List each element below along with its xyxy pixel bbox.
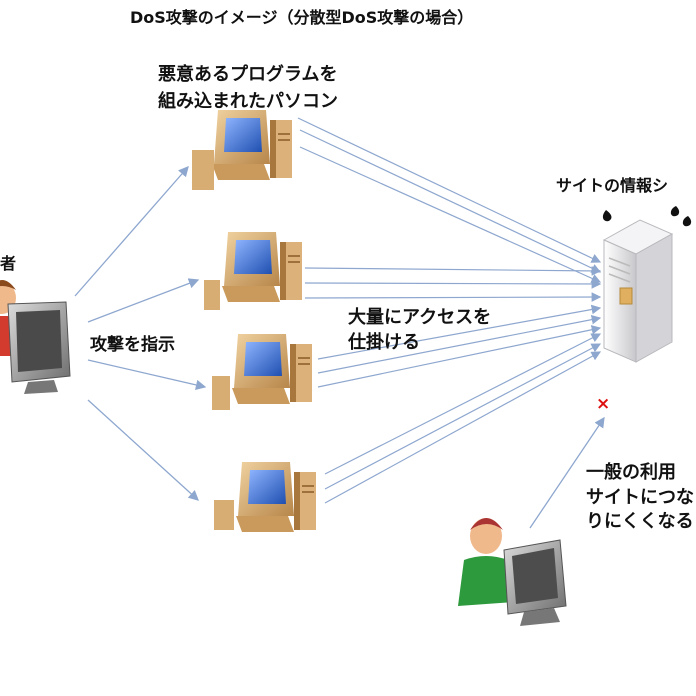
arrow-to-pc2 [87,278,200,323]
zombie-pc-icon [231,333,313,405]
zombie-pc-tower-left [214,500,234,530]
user-access-arrow [529,416,605,529]
zombie-pc-tower-left [192,150,214,190]
zombie-pc-tower-left [204,280,220,310]
server-icon [602,219,674,363]
zombie-pc-icon [211,109,293,181]
zombie-pc-icon [221,231,303,303]
arrow-to-pc1 [74,166,189,297]
mass-access-line2: 仕掛ける [348,331,420,353]
instruction-arrows [74,166,207,501]
zombie-pc-tower-left [212,376,230,410]
blocked-x-icon: × [596,394,611,414]
attacker-pc-icon [0,280,71,394]
general-user-label: 一般の利用 サイトにつな りにくくなる [586,462,694,536]
user-pc-icon [458,518,567,626]
instruct-attack-label: 攻撃を指示 [90,335,175,355]
server-label: サイトの情報シ [556,176,669,195]
mass-access-label: 大量にアクセスを 仕掛ける [348,307,491,356]
attack-arrows [297,117,602,504]
zombie-pc-label-line1: 悪意あるプログラムを [158,64,338,85]
page-title: DoS攻撃のイメージ（分散型DoS攻撃の場合） [130,8,474,27]
general-user-line2: サイトにつな [586,486,694,508]
zombie-pc-label-line2: 組み込まれたパソコン [158,90,338,112]
arrow-to-pc4 [87,399,199,501]
general-user-line1: 一般の利用 [586,462,676,483]
attacker-label: 者 [0,254,17,273]
arrow-to-pc3 [87,359,207,391]
zombie-pc-label: 悪意あるプログラムを 組み込まれたパソコン [158,64,338,117]
general-user-line3: りにくくなる [586,511,694,532]
zombie-pc-icon [235,461,317,533]
sweat-drop-icon [602,206,692,227]
mass-access-line1: 大量にアクセスを [348,307,492,328]
